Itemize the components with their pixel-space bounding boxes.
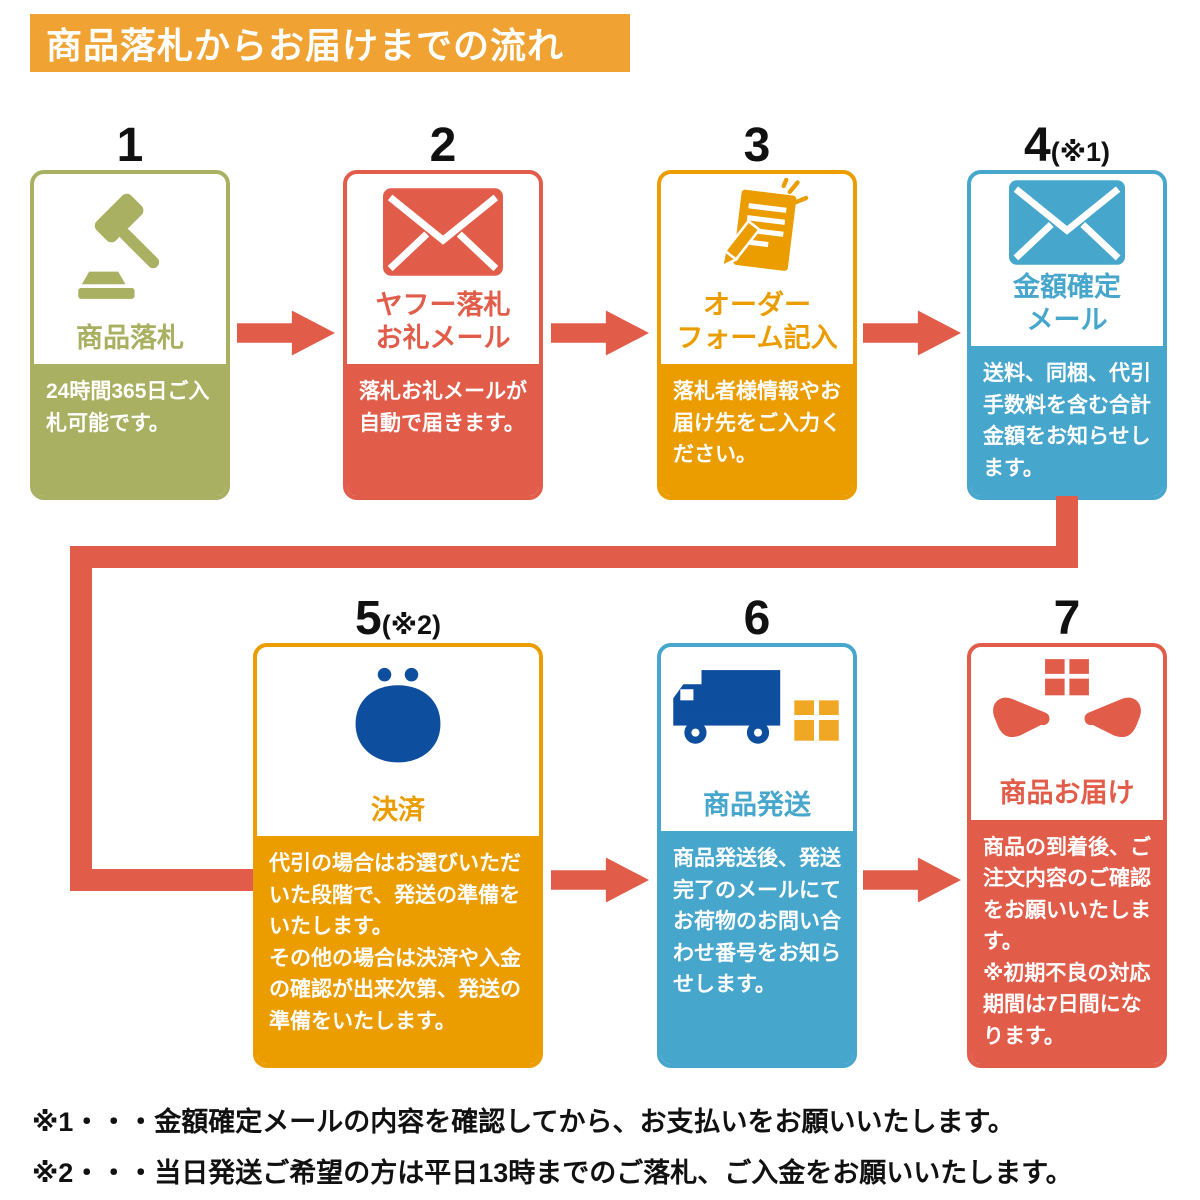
step-4-card: 金額確定 メール 送料、同梱、代引手数料を含む合計金額をお知らせします。 [967,170,1167,500]
step-number-text: 3 [743,119,771,172]
step-3-number: 3 [657,108,857,170]
step-4-title: 金額確定 メール [1013,272,1121,335]
mail-icon-svg [383,187,503,276]
connector-horizontal-top [70,546,1078,568]
gavel-icon-svg [78,193,160,299]
hands-package-icon [971,647,1163,777]
step-1-title: 商品落札 [76,322,184,353]
footnote-2: ※2・・・当日発送ご希望の方は平日13時までのご落札、ご入金をお願いいたします。 [32,1158,1073,1188]
order-form-pencil-icon [661,174,853,289]
step-6-desc: 商品発送後、発送完了のメールにてお荷物のお問い合わせ番号をお知らせします。 [661,831,853,1064]
step-2-title: ヤフー落札 お礼メール [375,290,511,353]
step-number-note: (※2) [381,610,441,641]
step-1-card: 商品落札 24時間365日ご入札可能です。 [30,170,230,500]
step-5: 5(※2) 決済 代引の場合はお選びいただいた段階で、発送の準備をいたします。 … [253,581,543,1068]
step-7-number: 7 [967,581,1167,643]
order-form-icon-svg [720,177,809,271]
step-4: 4(※1) 金額確定 メール 送料、同梱、代引手数料を含む合計金額をお知らせしま… [967,108,1167,500]
step-number-text: 7 [1053,592,1081,645]
step-3-card: オーダー フォーム記入 落札者様情報やお届け先をご入力ください。 [657,170,857,500]
step-5-title: 決済 [371,794,425,825]
step-number-text: 4 [1024,119,1051,172]
truck-package-icon-svg [673,670,839,745]
gavel-icon [34,174,226,322]
step-number-note: (※1) [1050,137,1110,168]
step-3-desc: 落札者様情報やお届け先をご入力ください。 [661,364,853,496]
hands-package-icon-svg [993,659,1141,738]
step-number-text: 2 [429,119,457,172]
step-5-number: 5(※2) [253,581,543,643]
step-4-number: 4(※1) [967,108,1167,170]
step-4-desc: 送料、同梱、代引手数料を含む合計金額をお知らせします。 [971,346,1163,496]
page-title-banner: 商品落札からお届けまでの流れ [30,14,630,72]
step-number-text: 5 [355,592,382,645]
step-6-card: 商品発送 商品発送後、発送完了のメールにてお荷物のお問い合わせ番号をお知らせしま… [657,643,857,1068]
connector-vertical-left [70,546,92,891]
step-number-text: 6 [743,592,771,645]
step-2-card: ヤフー落札 お礼メール 落札お礼メールが自動で届きます。 [343,170,543,500]
step-6: 6 商品発送 [657,581,857,1068]
flow-arrow-4 [551,857,649,903]
footnote-1: ※1・・・金額確定メールの内容を確認してから、お支払いをお願いいたします。 [32,1107,1015,1137]
truck-package-icon [661,647,853,789]
step-5-card: 決済 代引の場合はお選びいただいた段階で、発送の準備をいたします。 その他の場合… [253,643,543,1068]
mail-icon [347,174,539,289]
step-3: 3 [657,108,857,500]
flow-arrow-5 [863,857,961,903]
step-6-number: 6 [657,581,857,643]
step-7: 7 商品お届け 商品の到着後、ご注文内容のご確認をお願いいたします。 ※初期不良… [967,581,1167,1068]
step-5-desc: 代引の場合はお選びいただいた段階で、発送の準備をいたします。 その他の場合は決済… [257,836,539,1064]
step-6-title: 商品発送 [703,789,811,820]
flow-arrow-3 [863,310,961,356]
connector-horizontal-into-step-5 [70,869,255,891]
step-1-number: 1 [30,108,230,170]
step-2-number: 2 [343,108,543,170]
step-number-text: 1 [116,119,144,172]
step-1-desc: 24時間365日ご入札可能です。 [34,364,226,496]
step-3-title: オーダー フォーム記入 [676,290,838,353]
flow-arrow-1 [237,310,335,356]
step-1: 1 商品落札 24時間365日ご入札可能です。 [30,108,230,500]
step-7-title: 商品お届け [999,778,1135,809]
step-2: 2 ヤフー落札 お礼メール 落札お礼メールが自動で届きます。 [343,108,543,500]
step-2-desc: 落札お礼メールが自動で届きます。 [347,364,539,496]
mail-icon-svg [1008,180,1126,265]
coin-purse-icon [257,647,539,794]
step-7-card: 商品お届け 商品の到着後、ご注文内容のご確認をお願いいたします。 ※初期不良の対… [967,643,1167,1068]
flow-arrow-2 [551,310,649,356]
coin-purse-icon-svg [355,668,441,763]
page-title: 商品落札からお届けまでの流れ [46,25,565,66]
step-7-desc: 商品の到着後、ご注文内容のご確認をお願いいたします。 ※初期不良の対応期間は7日… [971,819,1163,1064]
mail-icon [971,174,1163,271]
